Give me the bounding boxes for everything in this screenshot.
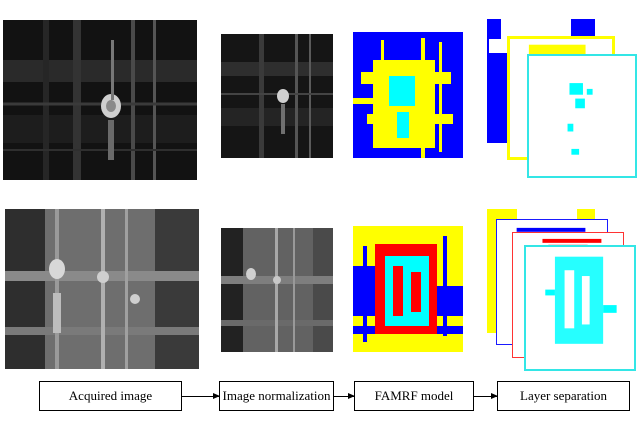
famrf-segmentation-row1 — [353, 32, 463, 158]
normalized-image-row1 — [221, 34, 333, 158]
stage-layer-separation: Layer separation — [497, 381, 630, 411]
stage-acquired-image: Acquired image — [39, 381, 182, 411]
stage-famrf-model: FAMRF model — [354, 381, 474, 411]
arrow-2 — [334, 393, 355, 399]
arrow-1 — [182, 393, 220, 399]
layer-cyan-row1 — [527, 54, 637, 178]
normalized-image-row2 — [221, 228, 333, 352]
acquired-image-row2 — [5, 209, 199, 369]
famrf-segmentation-row2 — [353, 226, 463, 352]
stage-image-normalization: Image normalization — [219, 381, 334, 411]
layer-cyan-row2 — [524, 245, 636, 371]
acquired-image-row1 — [3, 20, 197, 180]
arrow-3 — [474, 393, 498, 399]
